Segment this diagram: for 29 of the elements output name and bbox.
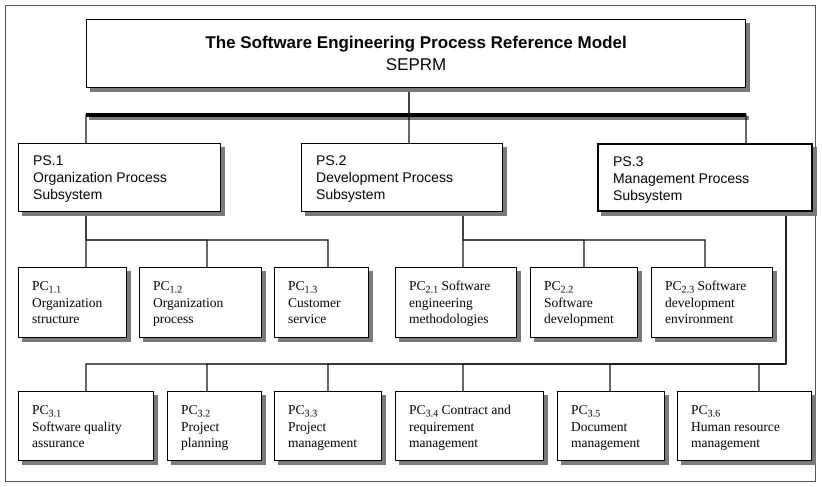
component-text: Software quality assurance [32, 418, 123, 452]
component-text: Project planning [181, 418, 230, 452]
subtitle-text: SEPRM [384, 54, 448, 76]
code-label: PS.3 [613, 153, 644, 170]
component-text: Management Process Subsystem [613, 170, 750, 204]
code-label: PC$_{3.2}$ [181, 402, 212, 418]
component-text: Development Process Subsystem [316, 169, 454, 203]
component-text: Software development [544, 294, 615, 328]
code-label: PC$_{2.2}$ [544, 278, 574, 294]
component-text: Document management [571, 418, 641, 452]
component-text: Organization Process Subsystem [33, 169, 168, 203]
component-text: PC$_{2.1}$ Software engineering methodologies [409, 278, 492, 328]
code-label: PC$_{3.5}$ [571, 402, 602, 418]
code-label: PS.1 [33, 152, 64, 169]
code-label: PC$_{1.3}$ [288, 278, 318, 294]
title-text: The Software Engineering Process Reference Model [204, 32, 628, 54]
component-text: PC$_{3.4}$ Contract and requirement management [409, 402, 512, 452]
code-label: PC$_{3.1}$ [32, 402, 62, 418]
code-label: PC$_{1.1}$ [32, 278, 62, 294]
component-text: Project management [288, 418, 358, 452]
code-label: PS.2 [316, 152, 348, 169]
component-text: Human resource management [691, 418, 781, 452]
component-text: Customer service [288, 294, 342, 328]
component-text: PC$_{2.3}$ Software development environment [665, 278, 748, 328]
code-label: PC$_{1.2}$ [153, 278, 184, 294]
code-label: PC$_{3.6}$ [691, 402, 722, 418]
component-text: Organization process [153, 294, 224, 328]
component-text: Organization structure [32, 294, 104, 328]
code-label: PC$_{3.3}$ [288, 402, 318, 418]
